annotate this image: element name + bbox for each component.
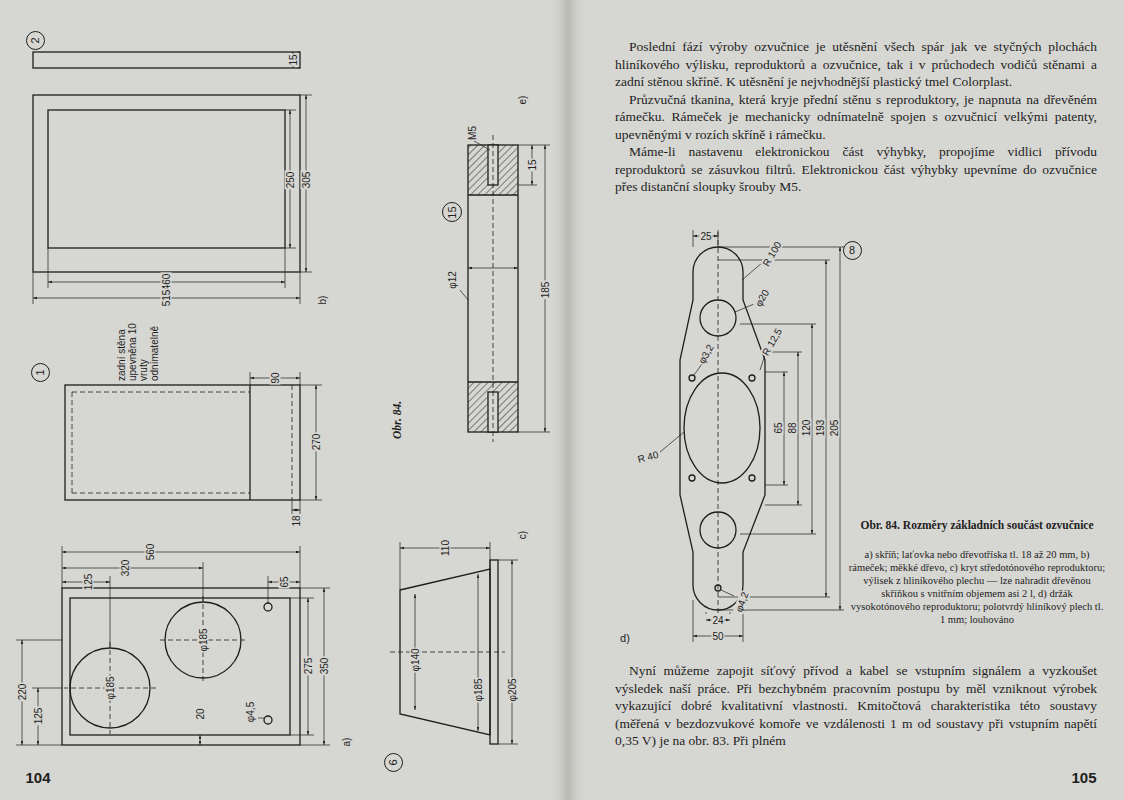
- callout-circle: 6: [384, 753, 403, 772]
- dimension-label: zadní stěna upevněna 10 vruty odnímateln…: [116, 318, 160, 382]
- dimension-label: 65: [773, 421, 784, 434]
- dimension-label: φ185: [198, 627, 209, 652]
- dimension-label: 125: [33, 707, 44, 726]
- dimension-label: 88: [787, 421, 798, 434]
- dimension-label: 193: [815, 419, 826, 438]
- dimension-label: 65: [279, 575, 290, 588]
- dimension-label: 90: [270, 371, 281, 384]
- dimension-label: 185: [540, 281, 551, 300]
- figure-caption: Obr. 84. Rozměry základních součást ozvu…: [848, 518, 1106, 532]
- dimension-label: 20: [195, 707, 206, 720]
- dimension-label: φ4,5: [245, 701, 256, 723]
- dimension-label: φ185: [105, 675, 116, 700]
- callout-circle: 2: [26, 31, 45, 50]
- callout-number: 6: [388, 759, 399, 765]
- dimension-label: 25: [699, 231, 712, 242]
- callout-circle: 8: [843, 241, 862, 260]
- dimension-label: R 12,5: [759, 326, 784, 359]
- caption-body: a) skříň; laťovka nebo dřevotříska tl. 1…: [848, 548, 1106, 626]
- text-column: Poslední fází výroby ozvučnice je utěsně…: [615, 38, 1097, 196]
- dimension-label: φ140: [410, 647, 421, 672]
- dimension-label: φ185: [473, 677, 484, 702]
- body-paragraph: Máme-li nastavenu elektronickou část výh…: [615, 143, 1097, 196]
- dimension-label: c): [517, 530, 528, 540]
- dimension-label: d): [619, 632, 631, 644]
- dimension-label: 560: [145, 543, 156, 562]
- dimension-label: 515: [161, 289, 172, 308]
- dimension-label: 120: [801, 419, 812, 438]
- dimension-label: 105: [1070, 770, 1097, 787]
- dimension-label: 24: [711, 615, 724, 626]
- dimension-label: Obr. 84.: [391, 400, 404, 440]
- dimension-label: R 100: [760, 239, 784, 269]
- callout-circle: 15: [442, 202, 462, 222]
- dimension-label: b): [317, 295, 328, 306]
- dimension-label: φ4,2: [733, 590, 751, 615]
- dimension-label: 104: [24, 770, 51, 787]
- dimension-label: 350: [319, 657, 330, 676]
- dimension-label: 275: [303, 657, 314, 676]
- dimension-label: e): [517, 95, 528, 106]
- dimension-label: M5: [467, 125, 478, 141]
- callout-circle: 1: [31, 363, 50, 382]
- dimension-label: 305: [301, 171, 312, 190]
- dimension-label: φ3,2: [696, 342, 717, 367]
- callout-number: 2: [30, 37, 41, 43]
- dimension-label: 220: [17, 683, 28, 702]
- dimension-label: 15: [288, 53, 299, 66]
- callout-number: 15: [447, 206, 458, 218]
- dimension-label: 50: [711, 631, 724, 642]
- dimension-label: φ20: [752, 287, 771, 309]
- body-paragraph: Nyní můžeme zapojit síťový přívod a kabe…: [615, 662, 1097, 750]
- body-paragraph: Poslední fází výroby ozvučnice je utěsně…: [615, 38, 1097, 91]
- callout-number: 1: [35, 369, 46, 375]
- dimension-label: 250: [285, 171, 296, 190]
- dimension-label: 18: [291, 514, 302, 527]
- dimension-label: 205: [829, 419, 840, 438]
- callout-number: 8: [849, 245, 855, 256]
- dimension-label: 270: [311, 433, 322, 452]
- dimension-label: R 40: [635, 449, 660, 466]
- dimension-label: a): [341, 737, 352, 748]
- body-paragraph: Průzvučná tkanina, která kryje přední st…: [615, 91, 1097, 144]
- dimension-label: 110: [440, 539, 451, 557]
- dimension-label: φ205: [507, 677, 518, 702]
- dimension-label: 15: [527, 158, 538, 171]
- dimension-label: 125: [83, 573, 94, 592]
- dimension-label: 320: [120, 559, 131, 578]
- dimension-label: φ12: [447, 270, 458, 290]
